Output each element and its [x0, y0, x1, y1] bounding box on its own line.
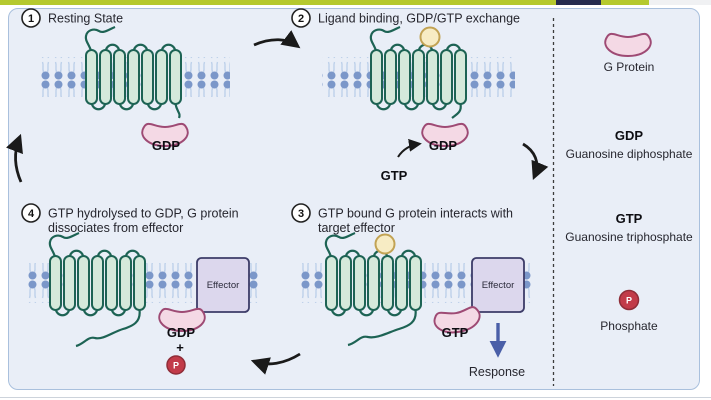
gdp-label-2: GDP [429, 138, 458, 153]
topbar-light-segment [649, 0, 711, 5]
gtp-exchange-arrow [397, 138, 422, 158]
effector-label-3: Effector [482, 280, 515, 291]
legend-gdp-abbr: GDP [615, 128, 644, 143]
panel-4-hydrolysis: 4 GTP hydrolysed to GDP, G protein disso… [21, 203, 261, 375]
legend-phosphate-label: Phosphate [600, 319, 658, 333]
step-3-number: 3 [298, 208, 304, 220]
step-3-title-line2: target effector [318, 221, 395, 235]
topbar-navy-segment [556, 0, 601, 5]
gpcr-receptor-2 [369, 25, 468, 111]
phosphate-circle-4 [166, 355, 186, 375]
step-2-circle [291, 8, 311, 28]
ligand-3 [374, 233, 396, 255]
gpcr-receptor-3 [324, 231, 423, 317]
step-2-title: Ligand binding, GDP/GTP exchange [318, 12, 520, 26]
arrow-step2-to-step3 [522, 142, 549, 181]
legend-gdp-full: Guanosine diphosphate [566, 147, 693, 161]
effector-4 [196, 257, 250, 313]
legend-gtp-abbr: GTP [616, 211, 643, 226]
phosphate-symbol-4: P [173, 361, 179, 371]
gtp-label-2: GTP [381, 168, 408, 183]
legend-gprotein-label: G Protein [604, 60, 655, 74]
c-terminus-3 [347, 309, 417, 347]
panel-3-effector-interaction: 3 GTP bound G protein interacts with tar… [291, 203, 533, 379]
panel-2-ligand-binding: 2 Ligand binding, GDP/GTP exchange GDP G… [291, 8, 520, 183]
legend-phosphate-symbol: P [626, 296, 632, 306]
step-1-number: 1 [28, 13, 34, 25]
plus-sign: + [176, 340, 184, 355]
c-terminus-1 [174, 103, 181, 119]
step-3-circle [291, 203, 311, 223]
arrow-step3-to-step4 [250, 352, 301, 375]
bottom-divider-line [0, 397, 711, 398]
step-3-title-line1: GTP bound G protein interacts with [318, 207, 513, 221]
topbar-green-segment-2 [601, 0, 649, 5]
gdp-label-4: GDP [167, 325, 196, 340]
gtp-label-3: GTP [442, 325, 469, 340]
step-1-title: Resting State [48, 12, 123, 26]
legend-gtp-full: Guanosine triphosphate [565, 230, 693, 244]
step-2-number: 2 [298, 13, 304, 25]
arrow-step4-to-step1 [5, 133, 23, 183]
step-4-title-line2: dissociates from effector [48, 221, 183, 235]
arrow-step1-to-step2 [253, 30, 301, 49]
step-4-number: 4 [28, 208, 35, 220]
panel-1-resting-state: 1 Resting State GDP [21, 8, 230, 153]
response-label: Response [469, 365, 525, 379]
effector-3 [471, 257, 525, 313]
legend: G Protein GDP Guanosine diphosphate GTP … [565, 32, 693, 333]
topbar-green-segment [0, 0, 556, 5]
c-terminus-4 [75, 309, 141, 348]
ligand-2 [419, 26, 441, 48]
step-4-title-line1: GTP hydrolysed to GDP, G protein [48, 207, 239, 221]
step-1-circle [21, 8, 41, 28]
c-terminus-2 [451, 103, 462, 119]
legend-phosphate-icon [618, 289, 640, 311]
step-4-circle [21, 203, 41, 223]
effector-label-4: Effector [207, 280, 240, 291]
browser-edge-topbar [0, 0, 711, 5]
gdp-label-1: GDP [152, 138, 181, 153]
legend-gprotein-icon [604, 32, 652, 57]
gpcr-receptor-4 [48, 231, 147, 317]
gpcr-receptor-1 [84, 25, 183, 111]
